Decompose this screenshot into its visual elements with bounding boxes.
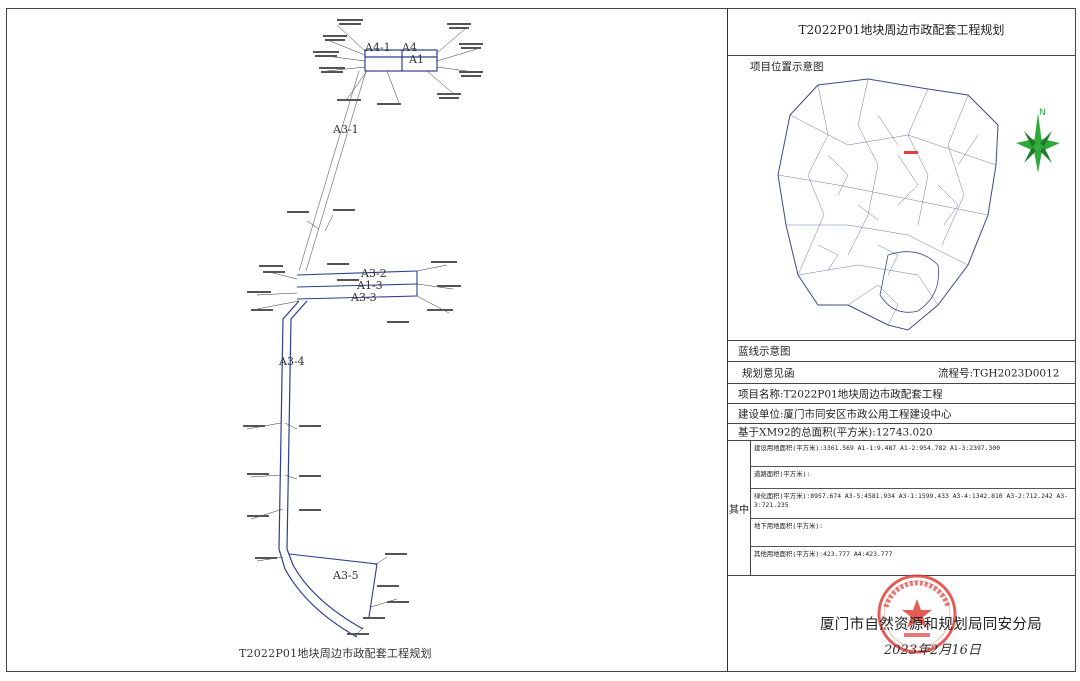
drawing-sheet: A4-1 A4 A1 A3-1 A3-2 A1-3 A3-3 A3-4 A3-5… xyxy=(6,8,1076,672)
label-a3-5: A3-5 xyxy=(332,569,359,582)
label-a4-1: A4-1 xyxy=(364,41,391,54)
area-breakdown: 其中 建设用地面积(平方米):3361.569 A1-1:9.487 A1-2:… xyxy=(728,441,1075,576)
corridor-a3-1 xyxy=(298,70,367,272)
label-a3-2: A3-2 xyxy=(360,267,387,280)
row-blueline: 蓝线示意图 xyxy=(728,340,1075,362)
green-area: 绿化面积(平方米):8957.674 A3-5:4581.934 A3-1:15… xyxy=(750,489,1075,519)
breakdown-label: 其中 xyxy=(728,441,751,575)
location-map: N xyxy=(777,78,1060,331)
coordinate-annotations xyxy=(243,19,483,635)
location-map-label: 项目位置示意图 xyxy=(750,61,824,73)
title-block: T2022P01地块周边市政配套工程规划 项目位置示意图 xyxy=(728,9,1075,671)
row-opinion: 规划意见函 流程号:TGH2023D0012 xyxy=(728,362,1075,384)
row-total-area: 基于XM92的总面积(平方米):12743.020 xyxy=(728,424,1075,441)
other-area: 其他用地面积(平方米):423.777 A4:423.777 xyxy=(754,550,893,558)
plan-drawing: A4-1 A4 A1 A3-1 A3-2 A1-3 A3-3 A3-4 A3-5 xyxy=(243,19,483,638)
north-label: N xyxy=(1039,108,1046,118)
parcel-a3-5 xyxy=(288,553,378,618)
compass-icon: N xyxy=(1016,108,1060,173)
project-location-marker xyxy=(904,151,918,154)
row-builder: 建设单位:厦门市同安区市政公用工程建设中心 xyxy=(728,404,1075,424)
label-a1: A1 xyxy=(408,53,424,66)
location-map-panel: 项目位置示意图 xyxy=(728,55,1075,341)
builder: 建设单位:厦门市同安区市政公用工程建设中心 xyxy=(738,408,952,420)
total-area: 基于XM92的总面积(平方米):12743.020 xyxy=(738,426,933,439)
opinion-label: 规划意见函 xyxy=(742,367,795,379)
construction-area: 建设用地面积(平方米):3361.569 A1-1:9.487 A1-2:954… xyxy=(750,441,1075,467)
issuing-office: 厦门市自然资源和规划局同安分局 xyxy=(820,617,1042,633)
label-a3-1: A3-1 xyxy=(332,123,359,136)
parcel-a4-a1 xyxy=(364,49,438,72)
label-a1-3: A1-3 xyxy=(356,279,383,292)
project-name: 项目名称:T2022P01地块周边市政配套工程 xyxy=(738,388,943,400)
underground-area: 地下用地面积(平方米): xyxy=(750,519,1075,547)
plan-drawing-area: A4-1 A4 A1 A3-1 A3-2 A1-3 A3-3 A3-4 A3-5… xyxy=(7,9,728,671)
row-project-name: 项目名称:T2022P01地块周边市政配套工程 xyxy=(728,384,1075,404)
sheet-title: T2022P01地块周边市政配套工程规划 xyxy=(728,9,1075,56)
label-a4: A4 xyxy=(401,41,417,54)
parcel-a3-2-band xyxy=(296,270,418,300)
label-a3-4: A3-4 xyxy=(278,355,305,368)
drawing-bottom-title: T2022P01地块周边市政配套工程规划 xyxy=(239,647,432,660)
official-seal xyxy=(877,574,957,654)
road-area: 道路面积(平方米): xyxy=(750,467,1075,489)
corridor-a3-4 xyxy=(278,300,364,638)
annotation-leaders xyxy=(246,24,482,638)
blueline-label: 蓝线示意图 xyxy=(738,345,791,357)
issue-date: 2023年2月16日 xyxy=(884,643,981,658)
flow-number: 流程号:TGH2023D0012 xyxy=(938,367,1060,379)
label-a3-3: A3-3 xyxy=(350,291,377,304)
